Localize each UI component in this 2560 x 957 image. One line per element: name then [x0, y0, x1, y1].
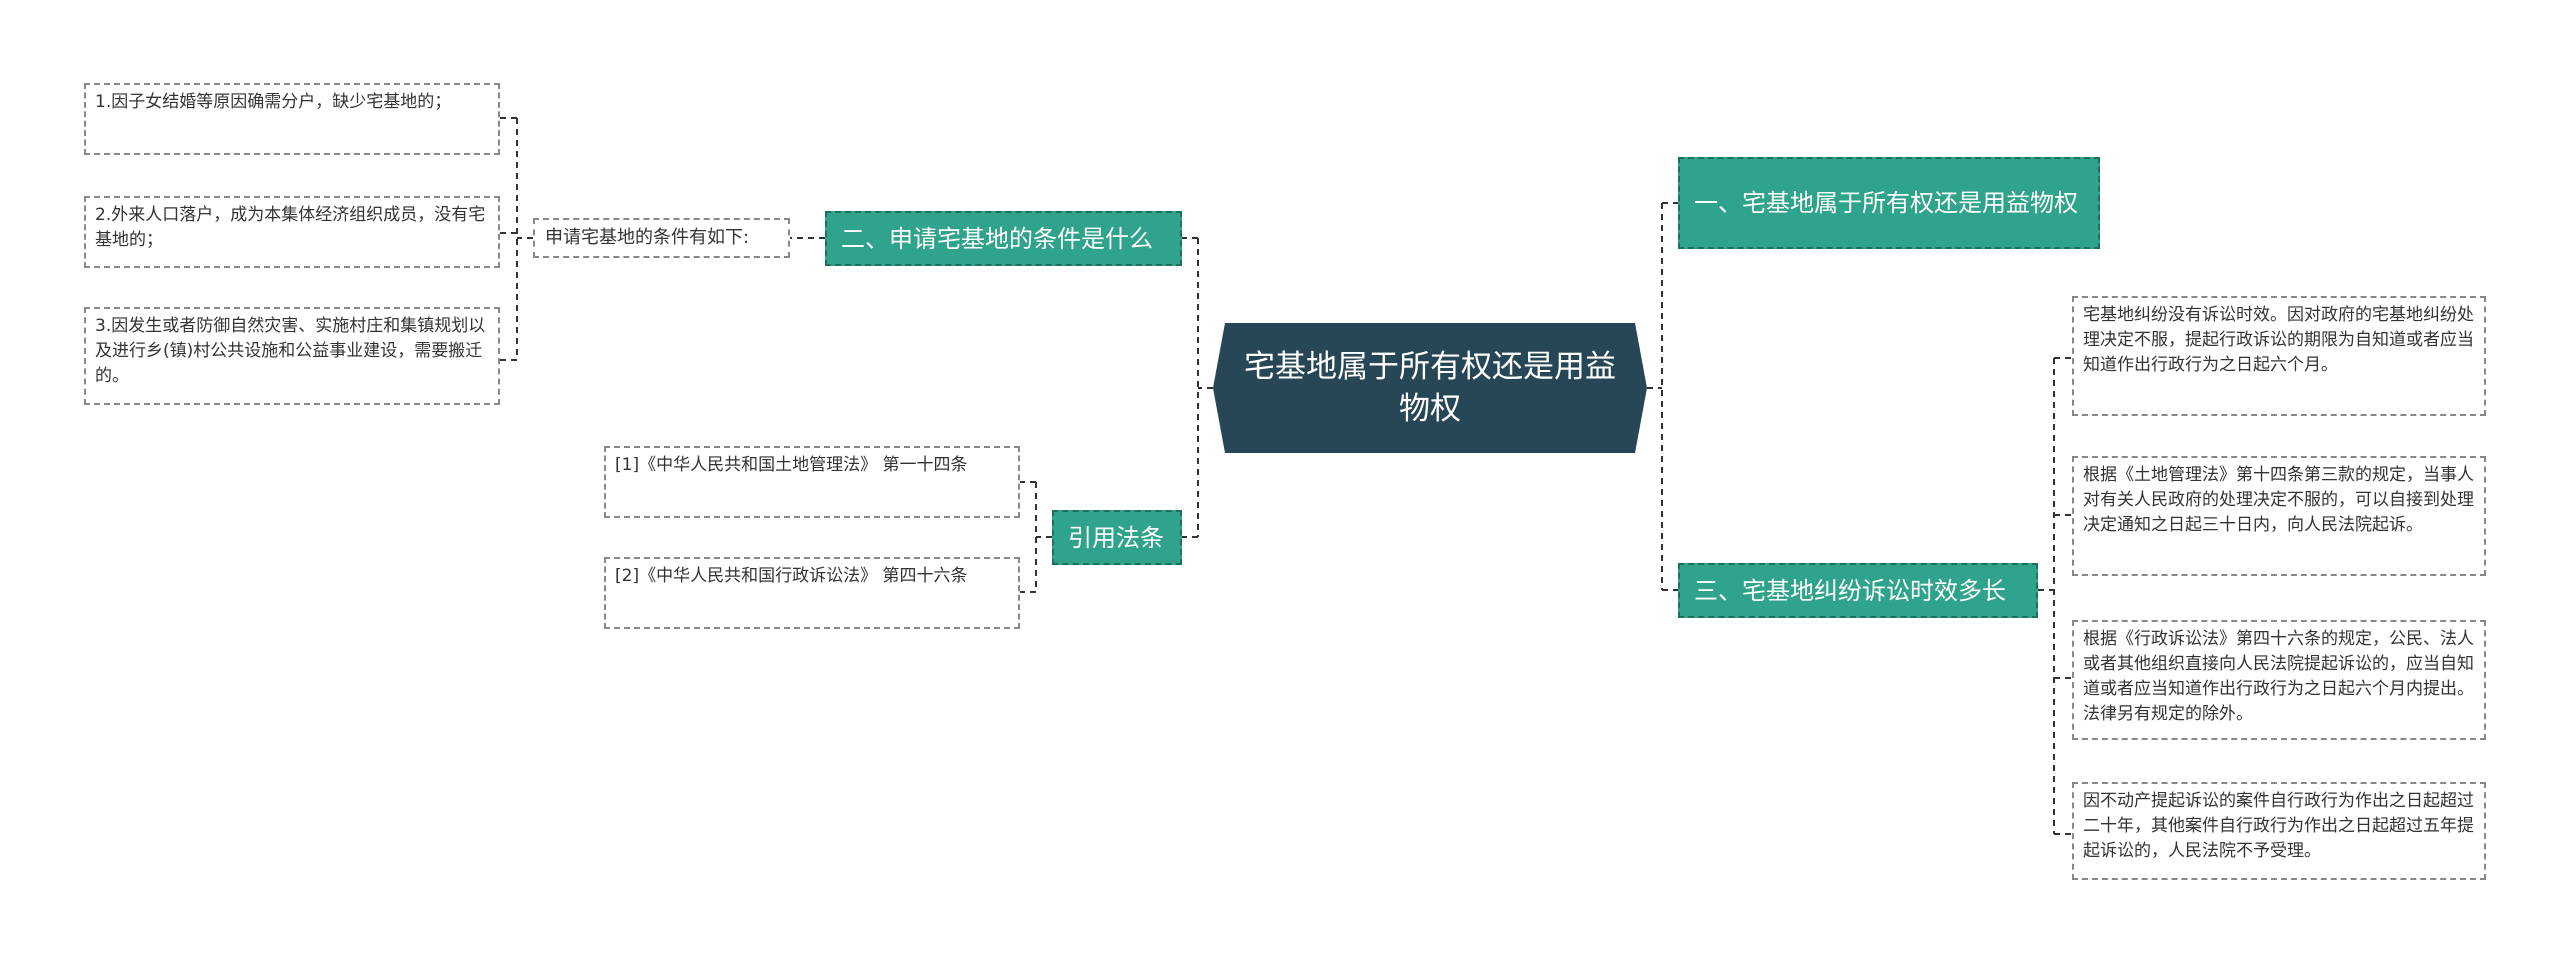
branch-text: 三、宅基地纠纷诉讼时效多长 — [1694, 576, 2006, 605]
leaf-limitation-1[interactable]: 宅基地纠纷没有诉讼时效。因对政府的宅基地纠纷处理决定不服，提起行政诉讼的期限为自… — [2072, 296, 2486, 416]
leaf-text: [2]《中华人民共和国行政诉讼法》 第四十六条 — [615, 566, 968, 586]
leaf-text: 2.外来人口落户，成为本集体经济组织成员，没有宅基地的； — [95, 205, 486, 250]
leaf-limitation-2[interactable]: 根据《土地管理法》第十四条第三款的规定，当事人对有关人民政府的处理决定不服的，可… — [2072, 456, 2486, 576]
leaf-law-1[interactable]: [1]《中华人民共和国土地管理法》 第一十四条 — [604, 446, 1020, 518]
leaf-text: [1]《中华人民共和国土地管理法》 第一十四条 — [615, 455, 968, 475]
leaf-text: 根据《行政诉讼法》第四十六条的规定，公民、法人或者其他组织直接向人民法院提起诉讼… — [2083, 629, 2474, 724]
leaf-law-2[interactable]: [2]《中华人民共和国行政诉讼法》 第四十六条 — [604, 557, 1020, 629]
conditions-label[interactable]: 申请宅基地的条件有如下: — [533, 218, 790, 258]
branch-ownership-or-usufruct[interactable]: 一、宅基地属于所有权还是用益物权 — [1678, 157, 2100, 249]
root-topic-text: 宅基地属于所有权还是用益物权 — [1244, 349, 1616, 427]
branch-text: 二、申请宅基地的条件是什么 — [841, 224, 1153, 253]
leaf-limitation-4[interactable]: 因不动产提起诉讼的案件自行政行为作出之日起超过二十年，其他案件自行政行为作出之日… — [2072, 782, 2486, 880]
leaf-text: 因不动产提起诉讼的案件自行政行为作出之日起超过二十年，其他案件自行政行为作出之日… — [2083, 791, 2474, 861]
leaf-text: 3.因发生或者防御自然灾害、实施村庄和集镇规划以及进行乡(镇)村公共设施和公益事… — [95, 316, 486, 386]
branch-cited-laws[interactable]: 引用法条 — [1052, 510, 1182, 565]
leaf-text: 宅基地纠纷没有诉讼时效。因对政府的宅基地纠纷处理决定不服，提起行政诉讼的期限为自… — [2083, 305, 2474, 375]
leaf-text: 根据《土地管理法》第十四条第三款的规定，当事人对有关人民政府的处理决定不服的，可… — [2083, 465, 2474, 535]
leaf-condition-3[interactable]: 3.因发生或者防御自然灾害、实施村庄和集镇规划以及进行乡(镇)村公共设施和公益事… — [84, 307, 500, 405]
leaf-limitation-3[interactable]: 根据《行政诉讼法》第四十六条的规定，公民、法人或者其他组织直接向人民法院提起诉讼… — [2072, 620, 2486, 740]
conditions-label-text: 申请宅基地的条件有如下: — [545, 227, 750, 248]
leaf-condition-1[interactable]: 1.因子女结婚等原因确需分户，缺少宅基地的； — [84, 83, 500, 155]
leaf-condition-2[interactable]: 2.外来人口落户，成为本集体经济组织成员，没有宅基地的； — [84, 196, 500, 268]
branch-application-conditions[interactable]: 二、申请宅基地的条件是什么 — [825, 211, 1182, 266]
root-topic[interactable]: 宅基地属于所有权还是用益物权 — [1213, 323, 1647, 453]
branch-text: 引用法条 — [1068, 523, 1164, 552]
leaf-text: 1.因子女结婚等原因确需分户，缺少宅基地的； — [95, 92, 452, 112]
branch-text: 一、宅基地属于所有权还是用益物权 — [1694, 189, 2078, 217]
branch-dispute-limitation[interactable]: 三、宅基地纠纷诉讼时效多长 — [1678, 563, 2038, 618]
